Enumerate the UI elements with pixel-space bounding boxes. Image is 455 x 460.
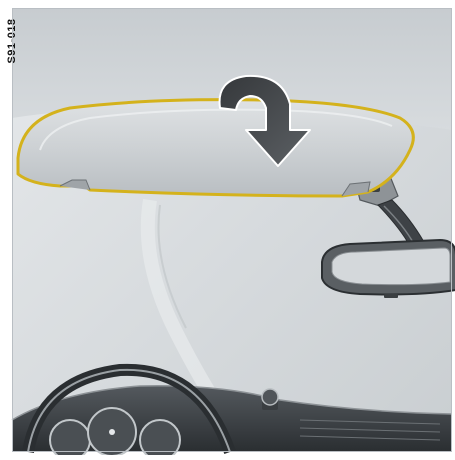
figure-reference-code: S91-018	[5, 11, 19, 71]
left-dial	[50, 420, 90, 455]
clock-face	[262, 389, 278, 405]
rear-view-mirror-glass	[332, 248, 450, 285]
right-dial	[140, 420, 180, 455]
center-dial-hub	[109, 429, 115, 435]
dash-clock	[262, 389, 278, 410]
mirror-sensor	[384, 294, 398, 298]
sun-visor	[18, 100, 413, 196]
